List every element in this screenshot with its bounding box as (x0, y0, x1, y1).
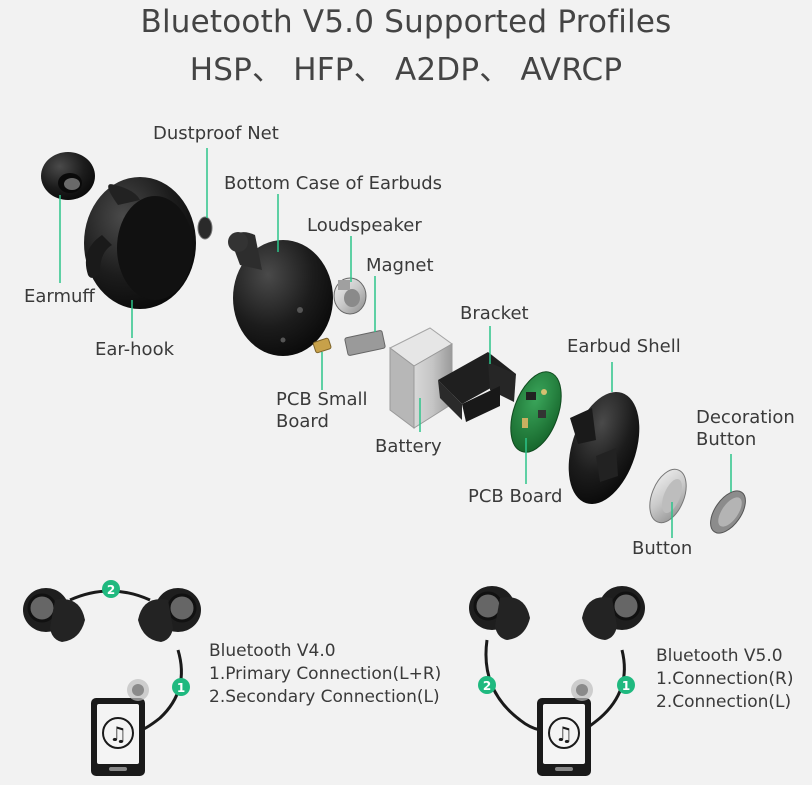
earbud-icon (582, 586, 645, 640)
svg-text:2: 2 (107, 583, 115, 597)
battery-part (389, 327, 453, 429)
label-pcb-small-board: PCB Small Board (276, 389, 368, 432)
dustproof-net-part (197, 216, 213, 240)
label-button: Button (632, 538, 693, 559)
earbud-icon (138, 588, 201, 642)
magnet-part (344, 330, 386, 356)
decoration-button-part (710, 490, 746, 534)
label-loudspeaker: Loudspeaker (307, 215, 422, 236)
badge-v4-top: 2 (102, 580, 120, 598)
music-note-icon: ♫ (555, 722, 573, 746)
svg-text:1: 1 (622, 679, 630, 693)
connection-v4-line2: 2.Secondary Connection(L) (209, 687, 440, 707)
bottom-case-part (228, 232, 333, 356)
label-earmuff: Earmuff (24, 286, 95, 307)
earbud-icon (469, 586, 530, 640)
connection-v5-line1: 1.Connection(R) (656, 669, 794, 689)
earbud-shell-part (568, 391, 640, 505)
title-line-1: Bluetooth V5.0 Supported Profiles (140, 4, 672, 40)
pcb-small-board-part (312, 337, 332, 354)
music-note-icon: ♫ (109, 722, 127, 746)
label-earbud-shell: Earbud Shell (567, 336, 681, 357)
label-ear-hook: Ear-hook (95, 339, 175, 360)
connection-v4-title: Bluetooth V4.0 (209, 641, 336, 661)
svg-text:2: 2 (483, 679, 491, 693)
bracket-part (438, 352, 516, 422)
label-pcb-board: PCB Board (468, 486, 563, 507)
badge-v5-left: 2 (478, 676, 496, 694)
badge-v4-right: 1 (172, 678, 190, 696)
connection-v5-line2: 2.Connection(L) (656, 692, 792, 712)
pcb-board-part (510, 371, 562, 453)
earbud-icon (23, 588, 85, 642)
connection-diagram-v4: ♫ (23, 588, 201, 776)
title-line-2: HSP、 HFP、 A2DP、 AVRCP (189, 52, 623, 88)
phone-icon: ♫ (91, 698, 145, 776)
earmuff-part (41, 152, 95, 200)
connection-diagram-v5: ♫ (469, 586, 645, 776)
badge-v5-right: 1 (617, 676, 635, 694)
label-magnet: Magnet (366, 255, 434, 276)
label-bottom-case: Bottom Case of Earbuds (224, 173, 443, 194)
connection-v5-title: Bluetooth V5.0 (656, 646, 783, 666)
button-part (649, 468, 687, 524)
ear-hook-part (84, 177, 196, 309)
label-bracket: Bracket (460, 303, 529, 324)
label-dustproof-net: Dustproof Net (153, 123, 279, 144)
loudspeaker-part (333, 277, 367, 315)
connection-v4-line1: 1.Primary Connection(L+R) (209, 664, 442, 684)
label-battery: Battery (375, 436, 442, 457)
svg-text:1: 1 (177, 681, 185, 695)
phone-icon: ♫ (537, 698, 591, 776)
connection-v5-text: Bluetooth V5.0 1.Connection(R) 2.Connect… (656, 645, 794, 714)
connection-v4-text: Bluetooth V4.0 1.Primary Connection(L+R)… (209, 640, 441, 709)
label-decoration-button: Decoration Button (696, 407, 795, 450)
